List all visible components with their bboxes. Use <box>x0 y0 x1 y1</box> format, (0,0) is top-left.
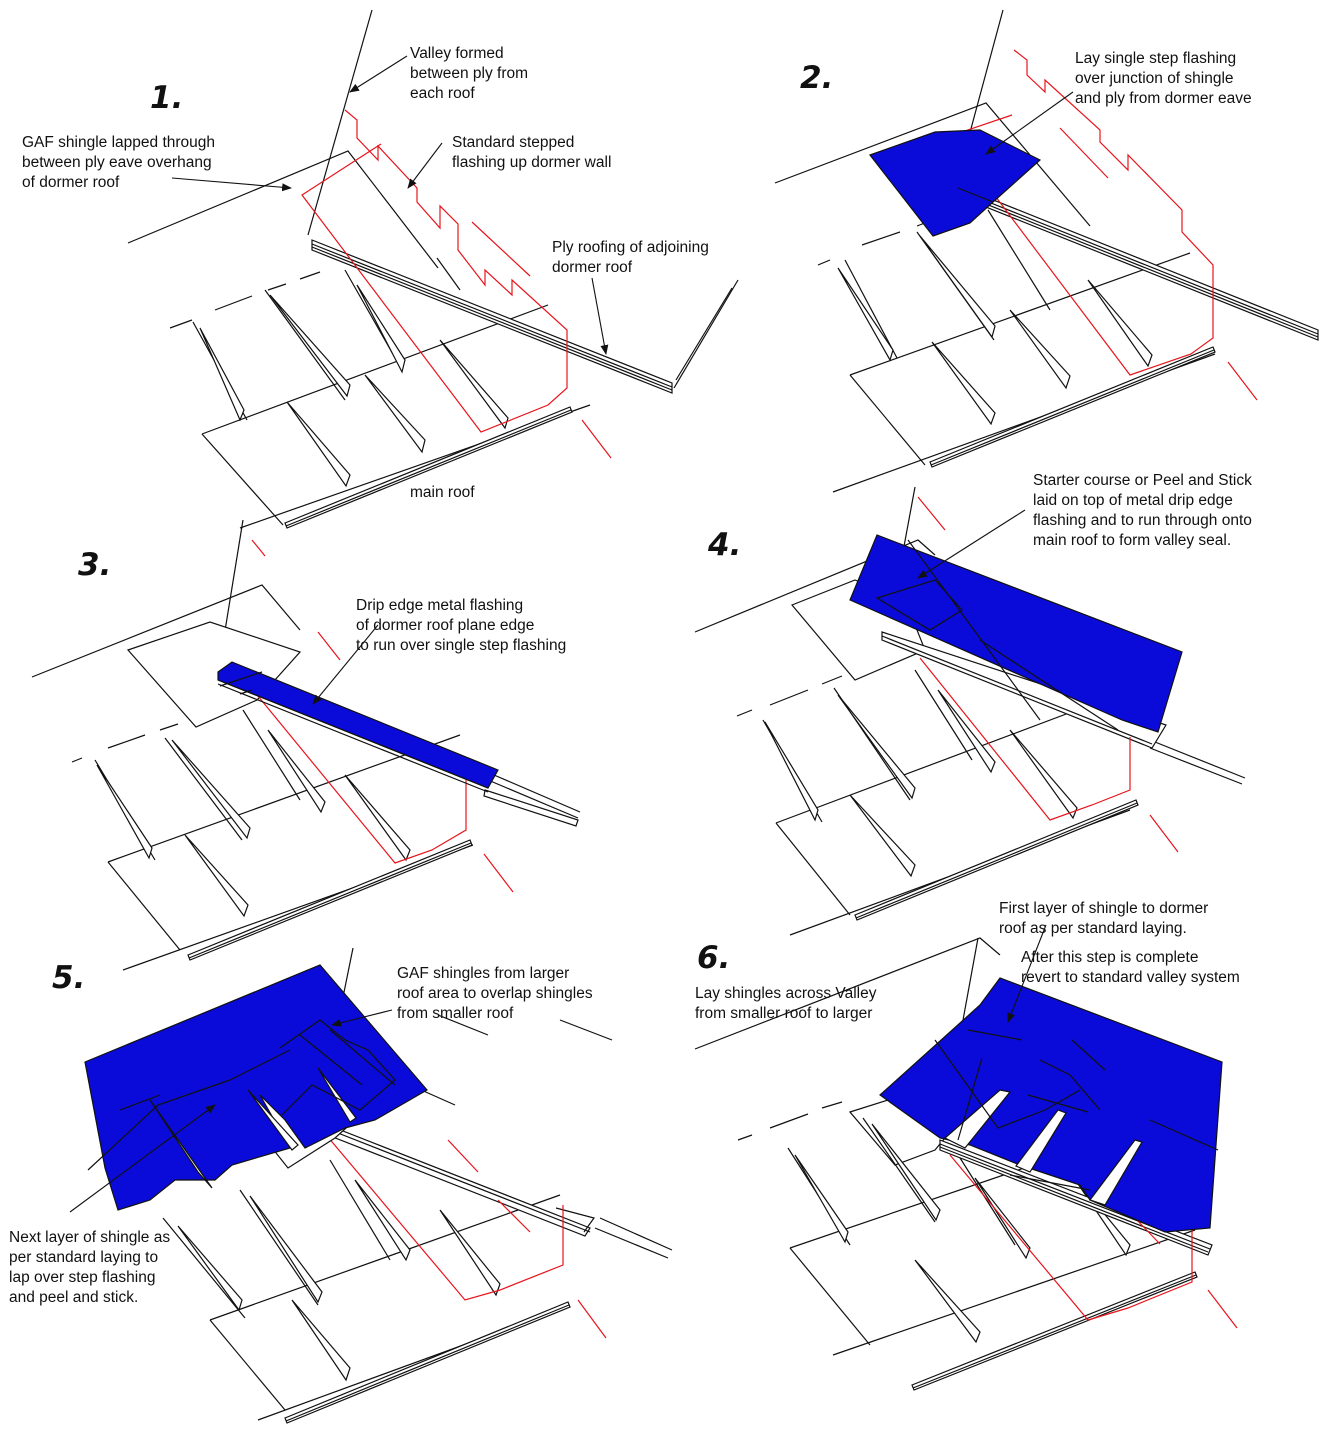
annotation-valley-formed: Valley formed between ply from each roof <box>410 45 532 102</box>
annotation-gaf-shingles-larger-roof: GAF shingles from larger roof area to ov… <box>397 965 597 1022</box>
single-step-flashing <box>869 129 1042 237</box>
annotation-starter-course: Starter course or Peel and Stick laid on… <box>1033 472 1256 549</box>
panel-5: 5. GAF shing <box>9 947 673 1424</box>
step-number-3: 3. <box>78 547 111 583</box>
drip-edge-flashing <box>217 661 499 789</box>
valley-line <box>307 9 373 236</box>
shingle-courses <box>162 1159 571 1421</box>
shingle-courses <box>817 209 1216 493</box>
annotation-main-roof: main roof <box>410 484 475 501</box>
main-roof-upper-outline <box>127 150 439 269</box>
dormer-ply-strip <box>955 184 1319 341</box>
stepped-flashing <box>949 49 1214 376</box>
panel-2: 2. Lay single step flashing over junctio <box>774 9 1319 493</box>
shingle-courses <box>787 1117 1196 1356</box>
panel-3: 3. Drip edge metal flashing <box>31 519 581 971</box>
step-number-1: 1. <box>150 80 183 116</box>
annotation-lay-shingles-across-valley: Lay shingles across Valley from smaller … <box>695 985 881 1022</box>
shingle-courses <box>736 669 1131 936</box>
step-number-4: 4. <box>707 527 741 563</box>
larger-roof-shingle <box>84 964 428 1211</box>
stepped-flashing <box>251 539 467 864</box>
annotation-single-step-flashing: Lay single step flashing over junction o… <box>1075 50 1252 107</box>
peel-and-stick-starter-course <box>849 534 1183 733</box>
panel-4: 4. Starter course or Peel and S <box>694 472 1256 936</box>
panel-1: 1. <box>22 9 739 529</box>
annotation-stepped-flashing: Standard stepped flashing up dormer wall <box>452 134 611 171</box>
stepped-flashing <box>301 109 568 433</box>
shingle-courses <box>169 257 591 529</box>
single-step-flashing-outline <box>126 621 302 728</box>
annotation-revert-standard-valley: After this step is complete revert to st… <box>1021 949 1240 986</box>
step-number-6: 6. <box>697 940 730 976</box>
stepped-flashing <box>321 1129 564 1301</box>
annotation-next-layer-shingle: Next layer of shingle as per standard la… <box>9 1229 174 1306</box>
annotation-drip-edge: Drip edge metal flashing of dormer roof … <box>356 597 566 654</box>
shingle-courses <box>71 709 474 971</box>
annotation-first-layer-dormer: First layer of shingle to dormer roof as… <box>999 900 1213 937</box>
annotation-gaf-shingle-lapped: GAF shingle lapped through between ply e… <box>22 134 219 191</box>
stepped-flashing <box>949 1154 1193 1321</box>
dormer-roof-edge <box>673 279 739 389</box>
step-number-2: 2. <box>800 60 833 96</box>
annotation-ply-roofing: Ply roofing of adjoining dormer roof <box>552 239 713 276</box>
step-number-5: 5. <box>52 960 85 996</box>
panel-6: 6. First layer of shingle to <box>694 900 1240 1391</box>
